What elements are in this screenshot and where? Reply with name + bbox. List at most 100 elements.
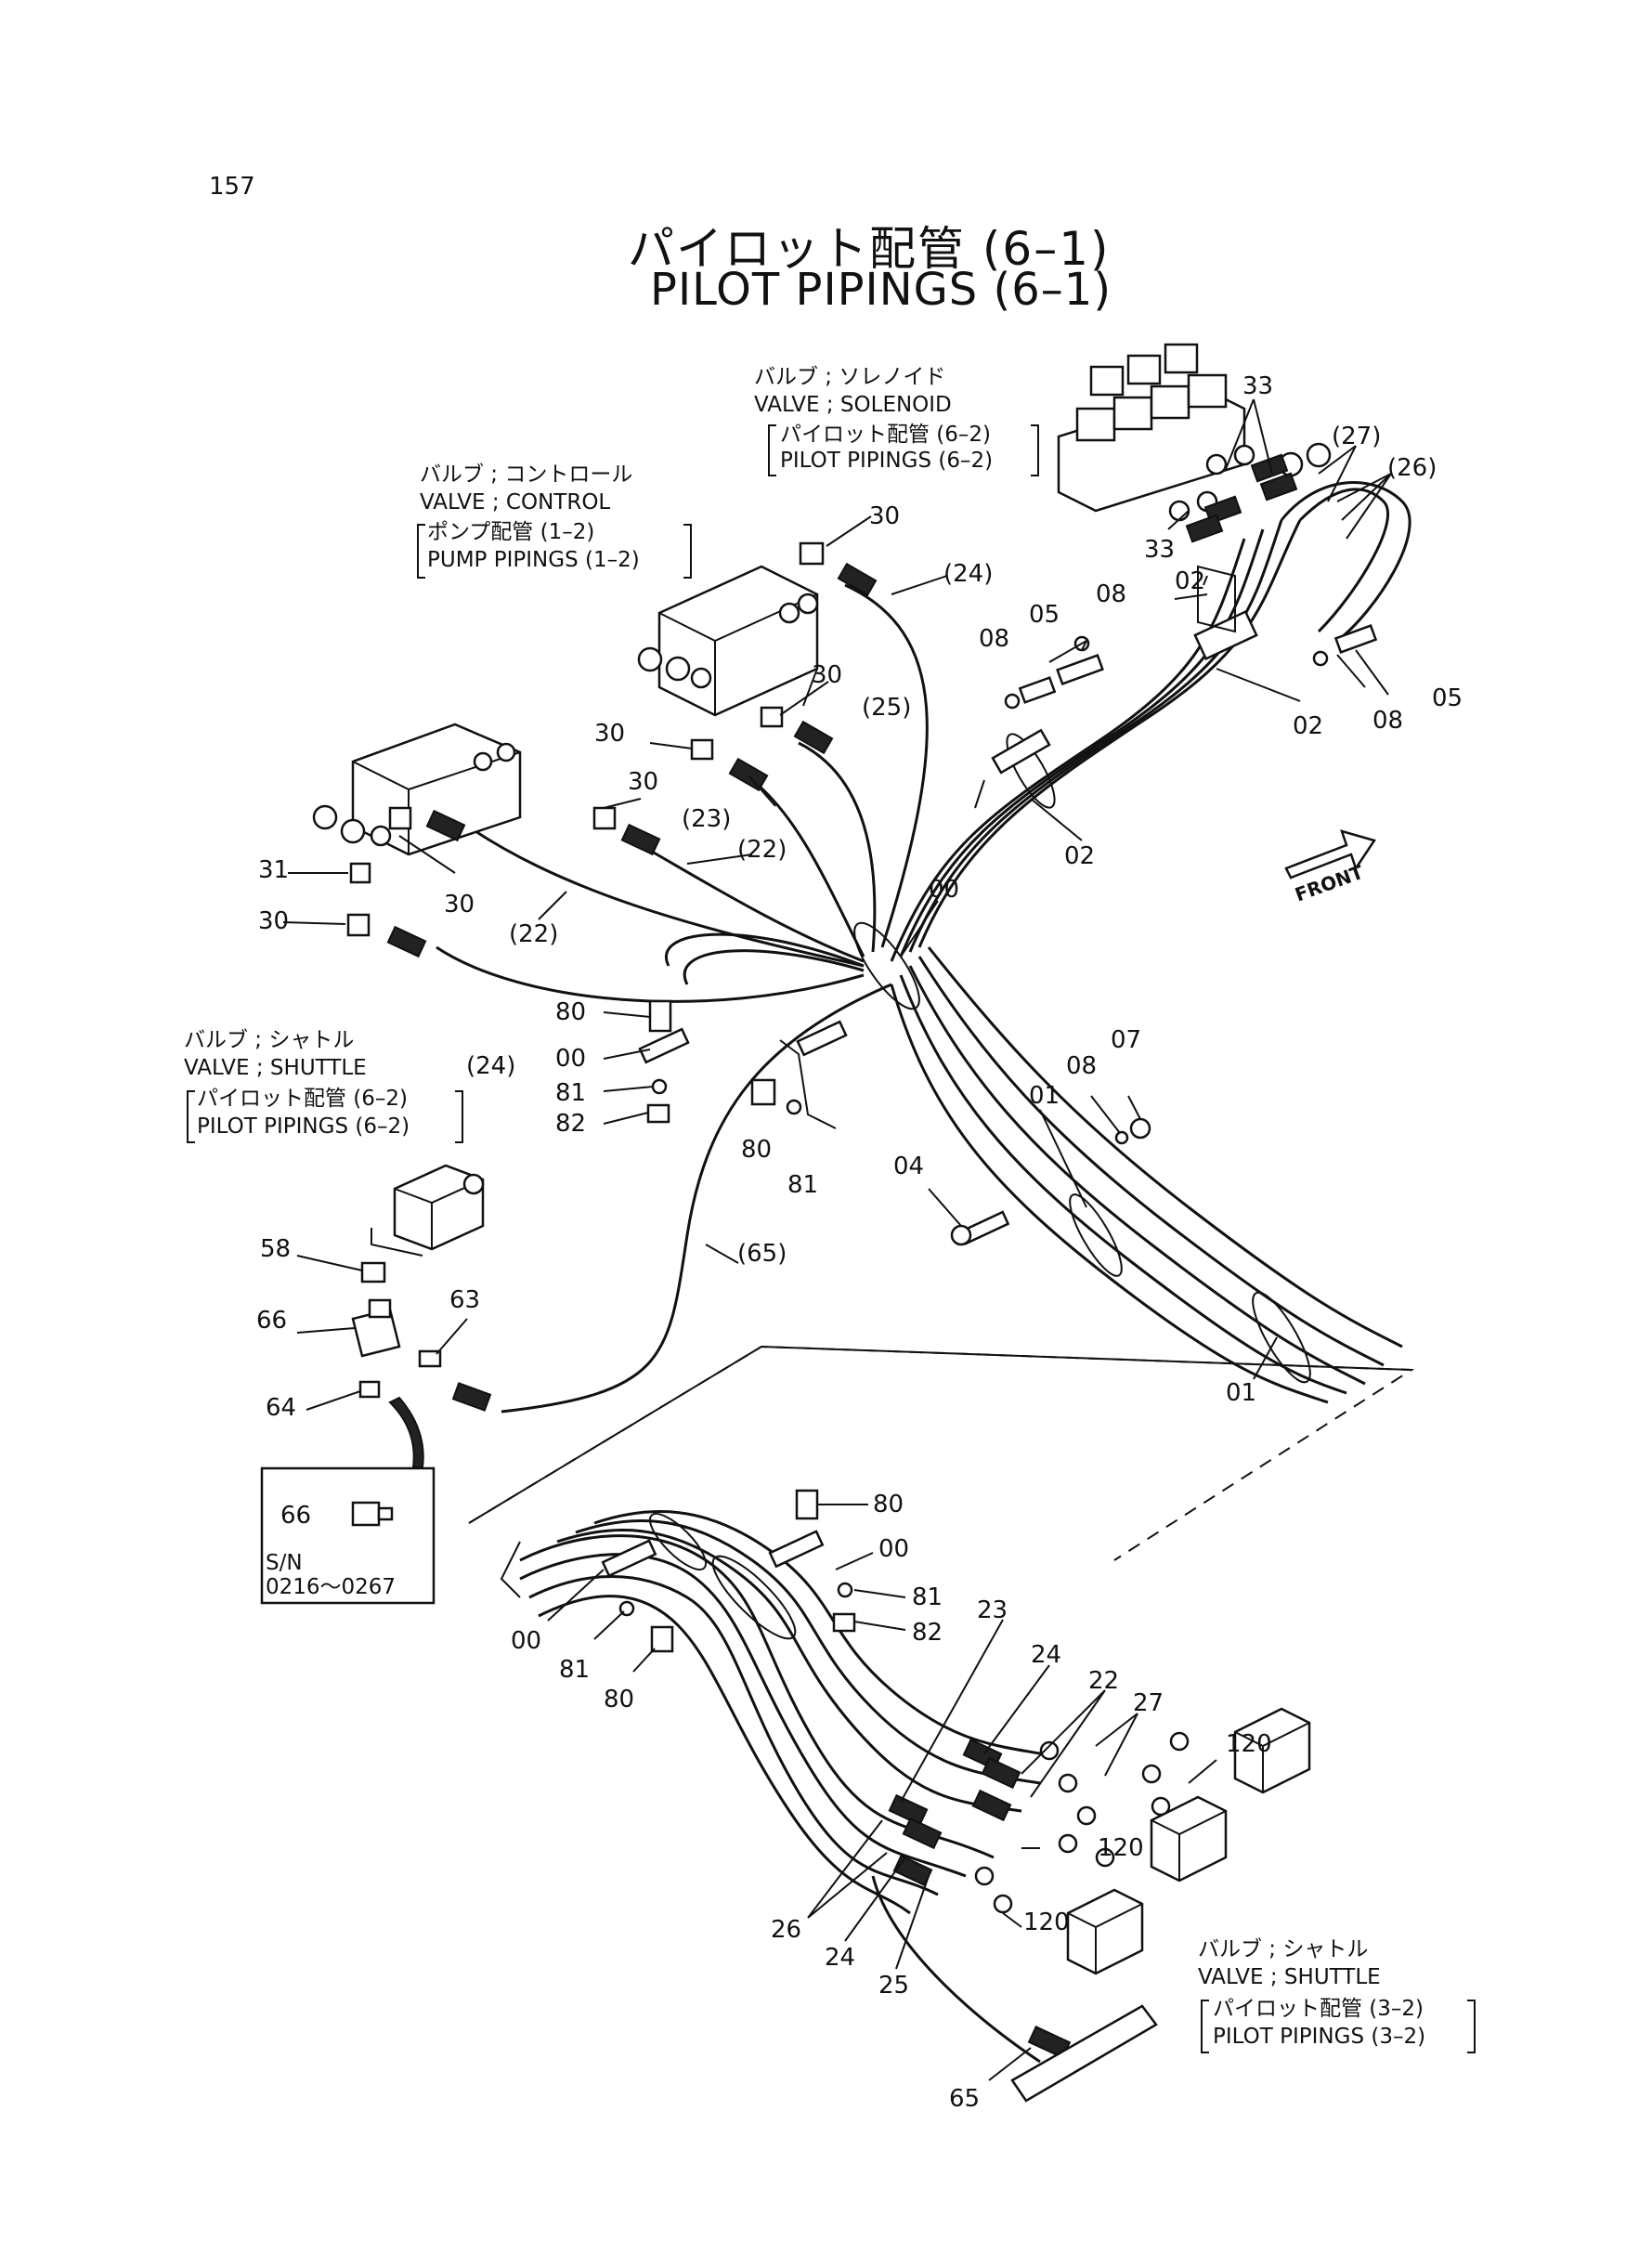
inset-text: 66 S/N 0216～0267 (266, 1502, 396, 1599)
label-30-a: 30 (869, 502, 900, 530)
label-30-d: 30 (628, 768, 658, 796)
label-120-c: 120 (1023, 1909, 1070, 1936)
label-81-a: 81 (555, 1079, 586, 1107)
label-63: 63 (449, 1286, 480, 1314)
label-33-top: 33 (1242, 372, 1273, 400)
lower-plane (468, 1345, 1415, 1561)
label-00-c: 00 (878, 1535, 909, 1563)
label-81-b: 81 (787, 1171, 818, 1199)
svg-text:ポンプ配管 (1–2): ポンプ配管 (1–2) (427, 520, 594, 544)
caption-control-valve: バルブ ; コントロール VALVE ; CONTROL ポンプ配管 (1–2)… (417, 463, 692, 579)
label-30-b: 30 (812, 661, 842, 689)
svg-text:バルブ ; コントロール: バルブ ; コントロール (420, 463, 632, 487)
svg-text:VALVE ; SHUTTLE: VALVE ; SHUTTLE (1198, 1965, 1381, 1989)
part-labels: 33 (27) (26) 33 30 (24) 08 05 02 08 05 0… (256, 372, 1463, 2113)
label-25-b: 25 (878, 1972, 909, 2000)
elbow-fittings (346, 453, 1298, 958)
svg-text:66: 66 (280, 1502, 311, 1530)
svg-text:パイロット配管 (3–2): パイロット配管 (3–2) (1213, 1997, 1424, 2021)
label-22-a: (22) (737, 836, 787, 864)
solenoid-valve (1057, 343, 1332, 522)
label-01-b: 01 (1226, 1379, 1256, 1407)
title-japanese: パイロット配管 (6–1) (628, 222, 1111, 276)
label-81-c: 81 (912, 1583, 943, 1611)
label-02-b: 02 (1293, 712, 1323, 740)
label-05-b: 05 (1432, 684, 1463, 712)
label-27-b: 27 (1133, 1689, 1164, 1717)
serial-number-inset (260, 1466, 436, 1605)
label-30-f: 30 (444, 891, 475, 919)
label-80-a: 80 (555, 998, 586, 1026)
svg-text:VALVE ; SOLENOID: VALVE ; SOLENOID (754, 393, 952, 417)
label-64: 64 (266, 1394, 296, 1422)
front-arrow (1284, 829, 1376, 879)
label-23-a: (23) (682, 805, 731, 833)
label-31: 31 (258, 856, 289, 884)
svg-text:PUMP PIPINGS (1–2): PUMP PIPINGS (1–2) (427, 548, 640, 572)
bolts-upper-right (1004, 624, 1378, 710)
caption-shuttle-valve-lower: バルブ ; シャトル VALVE ; SHUTTLE パイロット配管 (3–2)… (1198, 1937, 1476, 2053)
label-00-a: 00 (929, 876, 959, 904)
label-07: 07 (1111, 1026, 1141, 1054)
label-08-a: 08 (1096, 580, 1126, 608)
label-24-a: (24) (943, 560, 993, 588)
hose-bundle-upper (436, 481, 1411, 1414)
shuttle-valve-blocks-lower (1066, 1707, 1311, 1975)
svg-text:バルブ ; シャトル: バルブ ; シャトル (184, 1028, 354, 1052)
caption-shuttle-valve-upper: バルブ ; シャトル VALVE ; SHUTTLE パイロット配管 (6–2)… (184, 1028, 463, 1143)
label-05-a: 05 (1029, 601, 1060, 629)
label-24-b: (24) (466, 1052, 515, 1080)
shuttle-valve-upper (351, 1164, 492, 1468)
svg-text:PILOT PIPINGS (6–2): PILOT PIPINGS (6–2) (780, 449, 993, 473)
label-120-b: 120 (1098, 1834, 1144, 1862)
label-01-a: 01 (1029, 1082, 1060, 1110)
label-24-c: 24 (1031, 1641, 1061, 1669)
label-22-b: (22) (509, 920, 558, 948)
label-08-c: 08 (1372, 707, 1403, 735)
hose-bundle-lower (500, 1489, 1190, 2103)
label-04: 04 (893, 1153, 924, 1180)
label-00-d: 00 (511, 1627, 541, 1655)
label-81-d: 81 (559, 1656, 590, 1684)
label-23-b: 23 (977, 1596, 1008, 1624)
title-english: PILOT PIPINGS (6–1) (650, 264, 1112, 316)
label-120-a: 120 (1226, 1730, 1272, 1758)
label-25-a: (25) (862, 694, 911, 722)
bolt-04-assembly (950, 1117, 1151, 1246)
svg-text:S/N: S/N (266, 1551, 303, 1575)
svg-text:パイロット配管 (6–2): パイロット配管 (6–2) (780, 423, 991, 447)
label-08-d: 08 (1066, 1052, 1097, 1080)
label-00-b: 00 (555, 1045, 586, 1073)
leader-lines (282, 398, 1392, 2081)
label-22-c: 22 (1088, 1667, 1119, 1695)
svg-text:バルブ ; ソレノイド: バルブ ; ソレノイド (754, 365, 945, 389)
label-02-a: 02 (1175, 567, 1205, 595)
label-30-e: 30 (258, 907, 289, 935)
label-24-d: 24 (825, 1944, 855, 1972)
label-80-d: 80 (604, 1686, 634, 1713)
clamp-hardware-mid (638, 999, 848, 1129)
label-65-b: 65 (949, 2085, 980, 2113)
label-82-a: 82 (555, 1110, 586, 1138)
label-26-top: (26) (1387, 454, 1437, 482)
caption-solenoid-valve: バルブ ; ソレノイド VALVE ; SOLENOID パイロット配管 (6–… (754, 365, 1039, 476)
svg-text:PILOT PIPINGS (3–2): PILOT PIPINGS (3–2) (1213, 2025, 1425, 2049)
label-26-b: 26 (771, 1916, 801, 1944)
svg-text:VALVE ; SHUTTLE: VALVE ; SHUTTLE (184, 1056, 367, 1080)
label-27-top: (27) (1332, 423, 1381, 450)
label-30-c: 30 (594, 720, 625, 748)
label-02-c: 02 (1064, 842, 1095, 870)
label-08-b: 08 (979, 625, 1009, 653)
label-65-a: (65) (737, 1240, 787, 1268)
label-82-b: 82 (912, 1619, 943, 1647)
svg-text:パイロット配管 (6–2): パイロット配管 (6–2) (197, 1087, 408, 1111)
page-number: 157 (209, 173, 255, 201)
svg-text:PILOT PIPINGS (6–2): PILOT PIPINGS (6–2) (197, 1114, 410, 1139)
label-80-b: 80 (741, 1136, 772, 1164)
svg-text:0216～0267: 0216～0267 (266, 1575, 396, 1599)
svg-text:バルブ ; シャトル: バルブ ; シャトル (1198, 1937, 1368, 1961)
label-58: 58 (260, 1235, 291, 1263)
label-33-bottom: 33 (1144, 536, 1175, 564)
label-66: 66 (256, 1307, 287, 1335)
label-80-c: 80 (873, 1491, 904, 1518)
